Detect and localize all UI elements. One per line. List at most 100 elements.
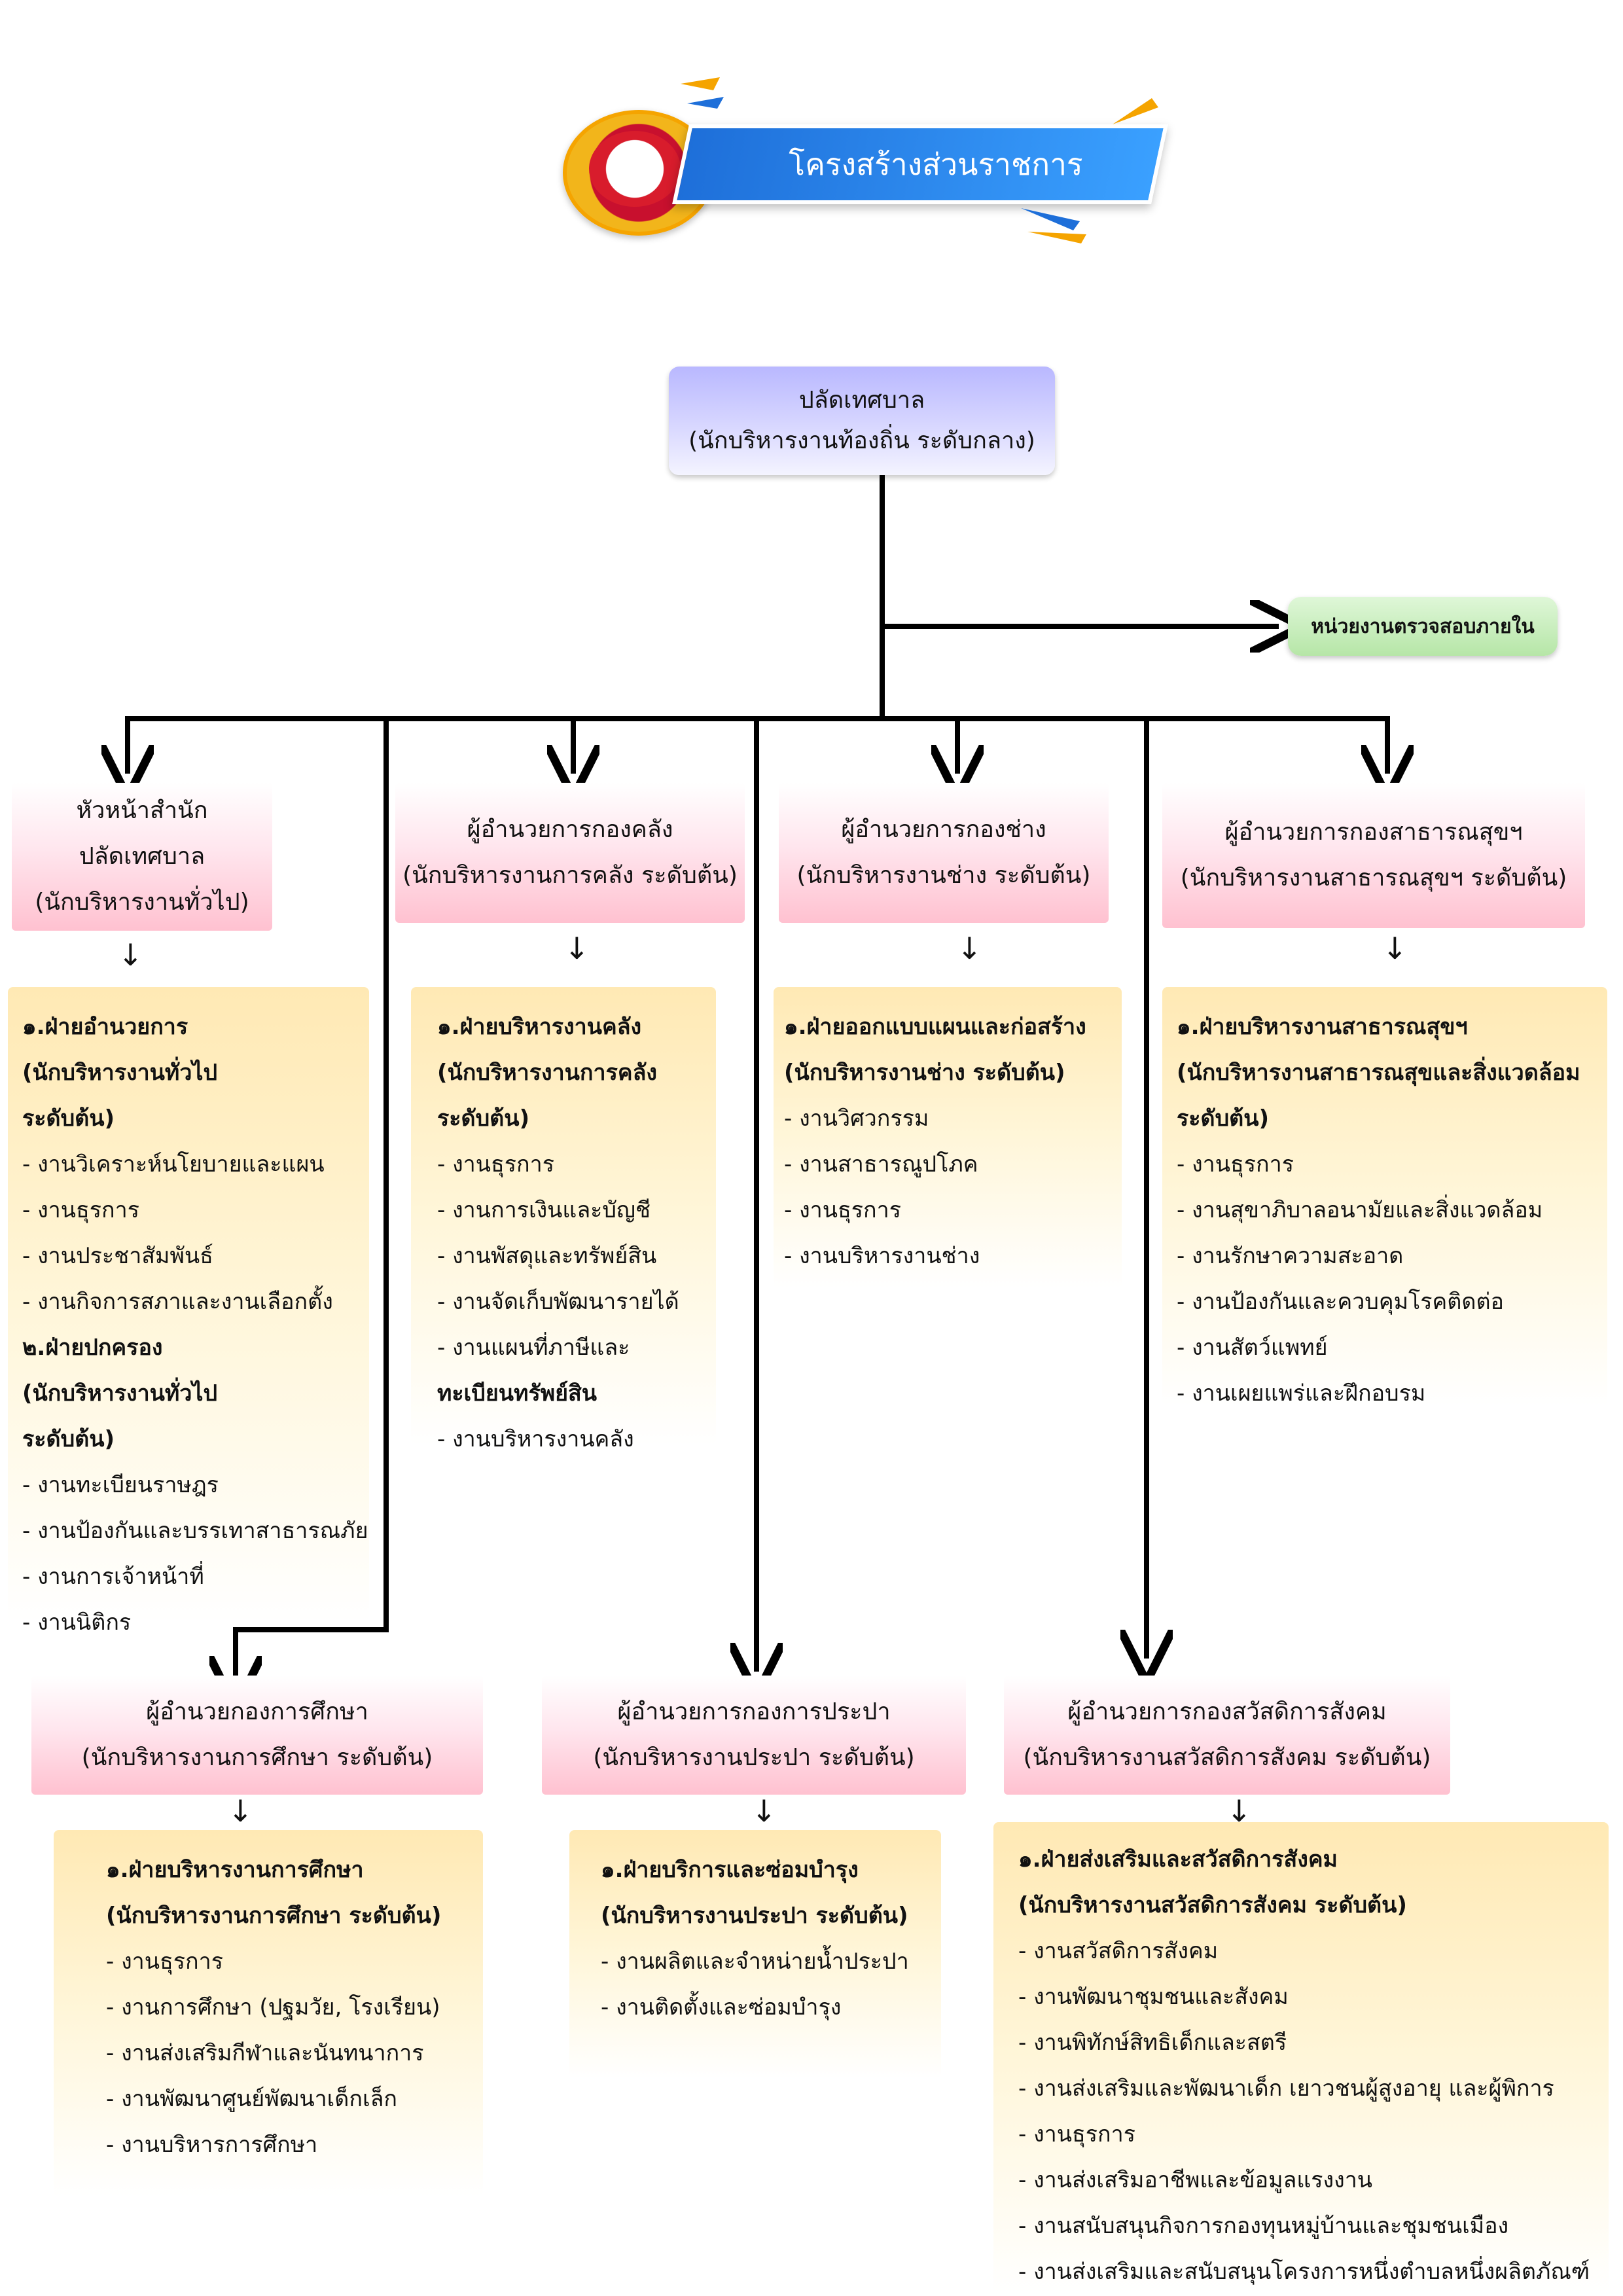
task-item: - งานสาธารณูปโภค	[784, 1151, 978, 1177]
finance-head-line1: ผู้อำนวยการกองคลัง	[467, 816, 673, 843]
section-heading: ๑.ฝ่ายอำนวยการ	[22, 1014, 188, 1040]
task-item: - งานเผยแพร่และฝึกอบรม	[1177, 1380, 1426, 1407]
education-units-box: ๑.ฝ่ายบริหารงานการศึกษา(นักบริหารงานการศ…	[54, 1830, 483, 2197]
arrow-down-icon: ↓	[228, 1793, 253, 1829]
internal-audit-label: หน่วยงานตรวจสอบภายใน	[1311, 615, 1535, 638]
section-heading: ๑.ฝ่ายส่งเสริมและสวัสดิการสังคม	[1018, 1846, 1338, 1873]
section-heading: ๑.ฝ่ายบริหารงานการศึกษา	[106, 1857, 364, 1883]
task-item: - งานพัสดุและทรัพย์สิน	[437, 1243, 657, 1269]
spark-decoration-icon	[1021, 208, 1086, 243]
welfare-head-line1: ผู้อำนวยการกองสวัสดิการสังคม	[1067, 1698, 1387, 1725]
waterworks-head-line2: (นักบริหารงานประปา ระดับต้น)	[593, 1744, 915, 1771]
spark-decoration-icon	[1113, 98, 1158, 124]
task-item: - งานพัฒนาชุมชนและสังคม	[1018, 1984, 1289, 2010]
waterworks-units-box: ๑.ฝ่ายบริการและซ่อมบำรุง(นักบริหารงานประ…	[569, 1830, 941, 2079]
welfare-units-list: ๑.ฝ่ายส่งเสริมและสวัสดิการสังคม (นักบริหา…	[1018, 1837, 1609, 2295]
engineering-head-line2: (นักบริหารงานช่าง ระดับต้น)	[796, 862, 1091, 889]
task-item: - งานวิเคราะห์นโยบายและแผน	[22, 1151, 325, 1177]
task-item: - งานธุรการ	[22, 1197, 139, 1223]
arrow-down-icon: ↓	[1382, 931, 1408, 966]
task-item: - งานแผนที่ภาษีและ	[437, 1335, 630, 1361]
task-item: - งานป้องกันและบรรเทาสาธารณภัย	[22, 1518, 368, 1544]
section-heading: (นักบริหารงานทั่วไป	[22, 1060, 218, 1086]
welfare-head-box: ผู้อำนวยการกองสวัสดิการสังคม (นักบริหารง…	[1004, 1676, 1450, 1795]
task-item: - งานสนับสนุนกิจการกองทุนหมู่บ้านและชุมช…	[1018, 2213, 1509, 2239]
task-item: - งานการศึกษา (ปฐมวัย, โรงเรียน)	[106, 1994, 440, 2020]
welfare-units-box: ๑.ฝ่ายส่งเสริมและสวัสดิการสังคม (นักบริหา…	[993, 1822, 1609, 2293]
municipal-clerk-title: ปลัดเทศบาล	[798, 387, 925, 414]
municipal-clerk-level: (นักบริหารงานท้องถิ่น ระดับกลาง)	[688, 427, 1035, 454]
section-heading: (นักบริหารงานประปา ระดับต้น)	[601, 1903, 908, 1929]
health-units-box: ๑.ฝ่ายบริหารงานสาธารณสุขฯ (นักบริหารงานสา…	[1162, 987, 1607, 1407]
task-item: - งานธุรการ	[437, 1151, 554, 1177]
waterworks-head-box: ผู้อำนวยการกองการประปา (นักบริหารงานประป…	[542, 1676, 966, 1795]
task-item: - งานนิติกร	[22, 1609, 132, 1636]
task-item: - งานส่งเสริมอาชีพและข้อมูลแรงงาน	[1018, 2167, 1373, 2193]
finance-units-list: ๑.ฝ่ายบริหารงานคลัง (นักบริหารงานการคลังร…	[437, 1004, 716, 1462]
task-item: - งานธุรการ	[1018, 2121, 1135, 2147]
arrow-down-icon: ↓	[957, 931, 982, 966]
section-heading: (นักบริหารงานทั่วไป	[22, 1380, 218, 1407]
waterworks-units-list: ๑.ฝ่ายบริการและซ่อมบำรุง(นักบริหารงานประ…	[601, 1847, 941, 2030]
health-units-list: ๑.ฝ่ายบริหารงานสาธารณสุขฯ (นักบริหารงานสา…	[1177, 1004, 1607, 1416]
task-item: - งานการเงินและบัญชี	[437, 1197, 651, 1223]
office-head-line3: (นักบริหารงานทั่วไป)	[35, 889, 249, 916]
health-head-box: ผู้อำนวยการกองสาธารณสุขฯ (นักบริหารงานสา…	[1162, 783, 1585, 928]
section-heading: ระดับต้น)	[437, 1105, 530, 1132]
section-heading: ๒.ฝ่ายปกครอง	[22, 1335, 163, 1361]
engineering-units-list: ๑.ฝ่ายออกแบบแผนและก่อสร้าง (นักบริหารงานช…	[784, 1004, 1122, 1279]
section-heading: ระดับต้น)	[1177, 1105, 1270, 1132]
education-head-line1: ผู้อำนวยกองการศึกษา	[146, 1698, 368, 1725]
task-item: - งานสวัสดิการสังคม	[1018, 1938, 1219, 1964]
office-head-line1: หัวหน้าสำนัก	[76, 797, 208, 824]
task-item: - งานประชาสัมพันธ์	[22, 1243, 213, 1269]
finance-units-box: ๑.ฝ่ายบริหารงานคลัง (นักบริหารงานการคลังร…	[411, 987, 716, 1452]
education-units-list: ๑.ฝ่ายบริหารงานการศึกษา(นักบริหารงานการศ…	[106, 1847, 483, 2168]
task-item: - งานทะเบียนราษฎร	[22, 1472, 219, 1498]
internal-audit-box: หน่วยงานตรวจสอบภายใน	[1288, 597, 1558, 656]
education-head-line2: (นักบริหารงานการศึกษา ระดับต้น)	[81, 1744, 433, 1771]
finance-head-box: ผู้อำนวยการกองคลัง (นักบริหารงานการคลัง …	[395, 783, 745, 923]
engineering-head-line1: ผู้อำนวยการกองช่าง	[841, 816, 1046, 843]
office-head-line2: ปลัดเทศบาล	[79, 843, 205, 870]
education-head-box: ผู้อำนวยกองการศึกษา (นักบริหารงานการศึกษ…	[31, 1676, 483, 1795]
task-item: - งานสุขาภิบาลอนามัยและสิ่งแวดล้อม	[1177, 1197, 1543, 1223]
welfare-head-line2: (นักบริหารงานสวัสดิการสังคม ระดับต้น)	[1023, 1744, 1431, 1771]
task-item: - งานจัดเก็บพัฒนารายได้	[437, 1289, 679, 1315]
health-head-line1: ผู้อำนวยการกองสาธารณสุขฯ	[1224, 819, 1523, 846]
task-item: - งานบริหารงานคลัง	[437, 1426, 634, 1452]
task-item: - งานวิศวกรรม	[784, 1105, 929, 1132]
municipal-clerk-box: ปลัดเทศบาล (นักบริหารงานท้องถิ่น ระดับกล…	[669, 367, 1055, 475]
arrow-down-icon: ↓	[564, 931, 590, 966]
section-heading: ระดับต้น)	[22, 1105, 115, 1132]
task-item: - งานส่งเสริมและพัฒนาเด็ก เยาวชนผู้สูงอา…	[1018, 2075, 1554, 2102]
arrow-down-icon: ↓	[1226, 1793, 1252, 1829]
office-units-list: ๑.ฝ่ายอำนวยการ(นักบริหารงานทั่วไประดับต้…	[22, 1004, 369, 1645]
section-heading: ระดับต้น)	[22, 1426, 115, 1452]
page-title: โครงสร้างส่วนราชการ	[789, 146, 1083, 182]
section-heading: ๑.ฝ่ายบริหารงานสาธารณสุขฯ	[1177, 1014, 1468, 1040]
task-item: - งานผลิตและจำหน่ายน้ำประปา	[601, 1948, 909, 1975]
emblem-center-icon	[589, 131, 681, 207]
section-heading: ๑.ฝ่ายออกแบบแผนและก่อสร้าง	[784, 1014, 1086, 1040]
section-heading: ๑.ฝ่ายบริหารงานคลัง	[437, 1014, 642, 1040]
office-units-box: ๑.ฝ่ายอำนวยการ(นักบริหารงานทั่วไประดับต้…	[8, 987, 369, 1636]
task-item: - งานบริหารการศึกษา	[106, 2132, 318, 2158]
engineering-head-box: ผู้อำนวยการกองช่าง (นักบริหารงานช่าง ระด…	[779, 783, 1109, 923]
section-heading: (นักบริหารงานสวัสดิการสังคม ระดับต้น)	[1018, 1892, 1407, 1918]
section-heading: (นักบริหารงานสาธารณสุขและสิ่งแวดล้อม	[1177, 1060, 1580, 1086]
section-heading: (นักบริหารงานการคลัง	[437, 1060, 658, 1086]
task-item: - งานสัตว์แพทย์	[1177, 1335, 1328, 1361]
task-item: - งานกิจการสภาและงานเลือกตั้ง	[22, 1289, 333, 1315]
arrow-down-icon: ↓	[118, 937, 143, 973]
section-heading: (นักบริหารงานช่าง ระดับต้น)	[784, 1060, 1065, 1086]
task-item: - งานติดตั้งและซ่อมบำรุง	[601, 1994, 842, 2020]
task-item: - งานธุรการ	[784, 1197, 901, 1223]
task-item: - งานป้องกันและควบคุมโรคติดต่อ	[1177, 1289, 1504, 1315]
task-item: - งานธุรการ	[1177, 1151, 1294, 1177]
spark-decoration-icon	[681, 77, 724, 109]
task-item: - งานธุรการ	[106, 1948, 223, 1975]
task-item: - งานส่งเสริมและสนับสนุนโครงการหนึ่งตำบล…	[1018, 2259, 1590, 2285]
finance-head-line2: (นักบริหารงานการคลัง ระดับต้น)	[402, 862, 738, 889]
